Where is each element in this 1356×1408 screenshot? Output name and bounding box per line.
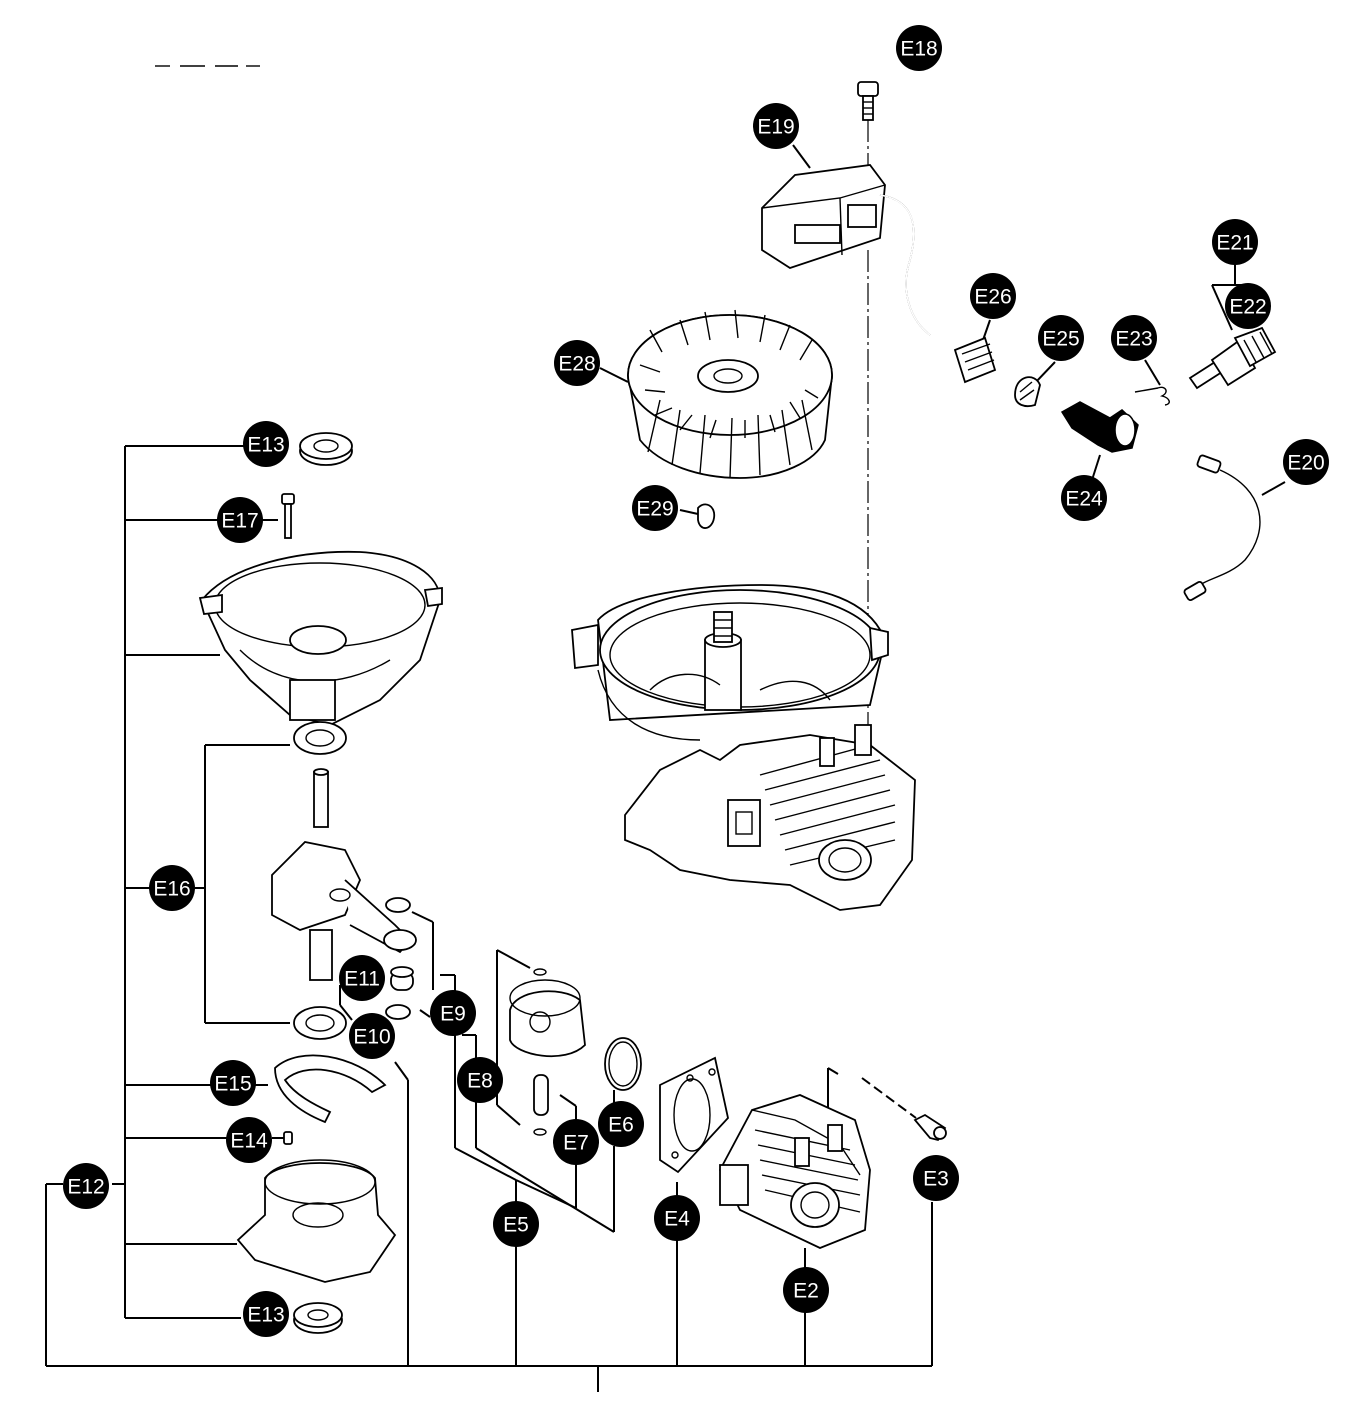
callout-e18: E18 (896, 25, 942, 71)
e18-screw (857, 81, 879, 121)
e13-bottom-oil-seal (293, 1302, 343, 1334)
engine-block-assembly (571, 584, 916, 911)
callout-e9: E9 (430, 990, 476, 1036)
callout-label: E12 (67, 1176, 104, 1199)
callout-label: E10 (353, 1026, 390, 1049)
callout-e5: E5 (493, 1201, 539, 1247)
callout-e26: E26 (970, 273, 1016, 319)
callout-label: E7 (563, 1132, 589, 1155)
e24-plug-cap (1060, 401, 1139, 453)
callout-e10: E10 (349, 1013, 395, 1059)
callout-label: E16 (153, 878, 190, 901)
callout-label: E5 (503, 1214, 529, 1237)
callout-label: E29 (636, 498, 673, 521)
callout-e3: E3 (913, 1155, 959, 1201)
callout-e11: E11 (339, 955, 385, 1001)
callout-e13: E13 (243, 421, 289, 467)
callout-e29: E29 (632, 485, 678, 531)
callout-label: E2 (793, 1280, 819, 1303)
callout-label: E9 (440, 1003, 466, 1026)
e25-clip (1014, 376, 1041, 408)
callout-label: E6 (608, 1114, 634, 1137)
callout-badges: E2E3E4E5E6E7E8E9E10E11E12E13E14E15E16E17… (63, 25, 1329, 1337)
callout-label: E14 (230, 1130, 268, 1153)
e21-e22-spark-plug (1188, 326, 1277, 390)
e11-needle-bearing (390, 966, 414, 991)
callout-e6: E6 (598, 1101, 644, 1147)
callout-label: E8 (467, 1070, 493, 1093)
callout-label: E15 (214, 1073, 251, 1096)
e16-upper-bearing (293, 721, 347, 755)
callout-label: E25 (1042, 328, 1079, 351)
callout-e20: E20 (1283, 439, 1329, 485)
callout-label: E13 (247, 434, 284, 457)
callout-e24: E24 (1061, 475, 1107, 521)
e26-sleeve (953, 336, 997, 384)
callout-label: E11 (344, 968, 380, 991)
callout-e17: E17 (217, 497, 263, 543)
callout-e22: E22 (1225, 283, 1271, 329)
callout-e4: E4 (654, 1195, 700, 1241)
callout-label: E17 (221, 510, 258, 533)
e29-key (697, 503, 716, 529)
callout-e8: E8 (457, 1057, 503, 1103)
e3-bolt (913, 1113, 947, 1142)
e6-piston-ring (604, 1037, 642, 1091)
callout-e14: E14 (226, 1117, 272, 1163)
e20-lead-wire (1183, 454, 1261, 601)
callout-label: E4 (664, 1208, 690, 1231)
callout-e16: E16 (149, 865, 195, 911)
callout-e13: E13 (243, 1291, 289, 1337)
callout-e28: E28 (554, 340, 600, 386)
crankcase-lower (236, 1159, 397, 1283)
callout-e7: E7 (553, 1119, 599, 1165)
e23-spring (1134, 386, 1170, 406)
crankshaft (271, 768, 417, 981)
callout-label: E24 (1065, 488, 1103, 511)
e9-washers (385, 897, 411, 1020)
callout-label: E28 (558, 353, 595, 376)
crankcase-upper (198, 550, 443, 726)
leader-lines (45, 120, 1286, 1392)
callout-label: E13 (247, 1304, 284, 1327)
e8-piston (509, 968, 586, 1136)
e7-piston-pin (533, 1074, 549, 1116)
e13-top-oil-seal (299, 432, 353, 466)
callout-label: E3 (923, 1168, 949, 1191)
e4-gasket (659, 1056, 729, 1174)
e14-dowel (283, 1131, 293, 1145)
callout-label: E22 (1229, 296, 1266, 319)
callout-e23: E23 (1111, 315, 1157, 361)
e2-cylinder (718, 1094, 871, 1249)
callout-e21: E21 (1212, 219, 1258, 265)
callout-e15: E15 (210, 1060, 256, 1106)
callout-e2: E2 (783, 1267, 829, 1313)
e16-lower-bearing (293, 1006, 347, 1040)
callout-label: E21 (1216, 232, 1253, 255)
e28-flywheel (627, 309, 833, 479)
callout-e25: E25 (1038, 315, 1084, 361)
callout-label: E18 (900, 38, 937, 61)
e17-pin (281, 493, 295, 539)
e19-ignition-coil (761, 164, 931, 336)
e15-retainer (274, 1054, 387, 1124)
callout-e12: E12 (63, 1163, 109, 1209)
callout-label: E23 (1115, 328, 1152, 351)
callout-label: E26 (974, 286, 1011, 309)
callout-e19: E19 (753, 103, 799, 149)
callout-label: E20 (1287, 452, 1324, 475)
callout-label: E19 (757, 116, 794, 139)
